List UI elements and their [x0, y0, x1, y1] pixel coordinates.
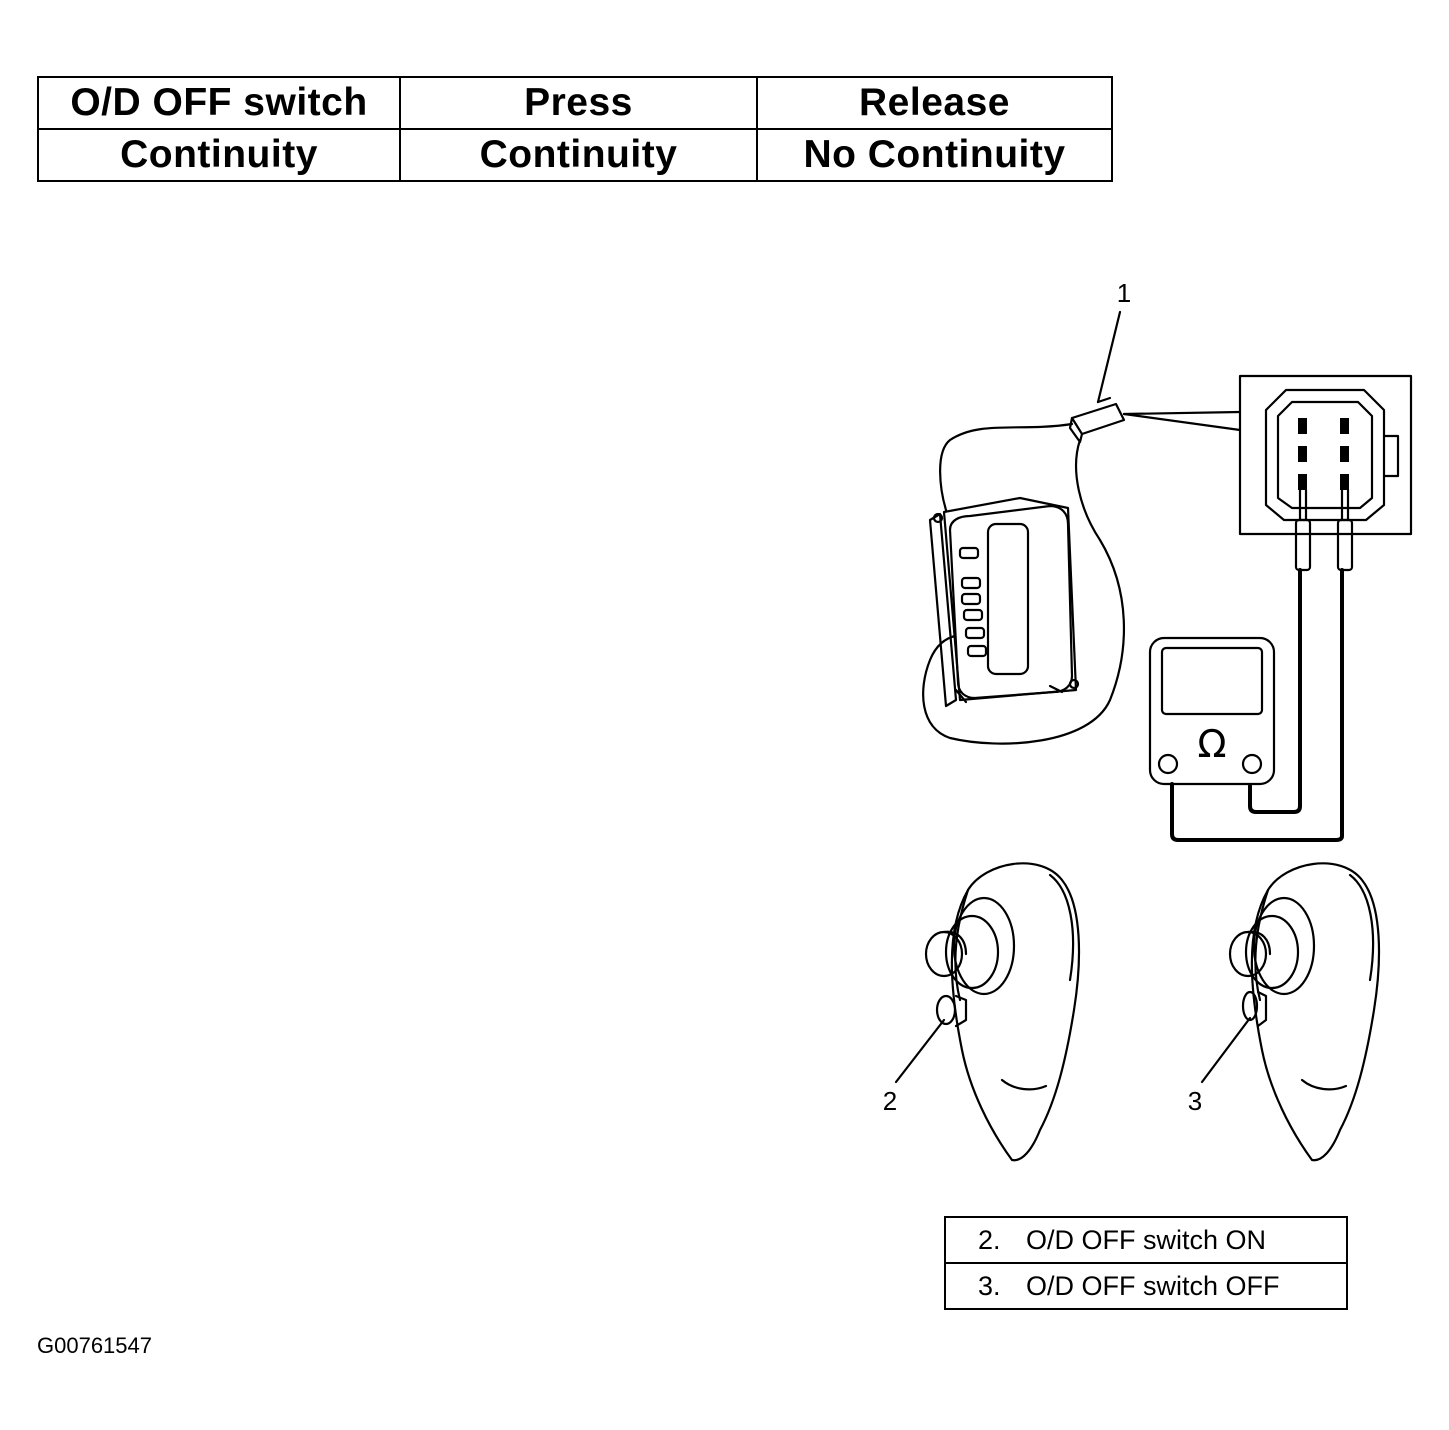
callout-2-label: 2	[883, 1086, 897, 1116]
header-switch: O/D OFF switch	[37, 76, 401, 130]
callout-1-label: 1	[1117, 278, 1131, 308]
ohmmeter: Ω	[1148, 636, 1276, 786]
figure-code: G00761547	[37, 1333, 152, 1358]
connector-face	[1238, 374, 1413, 572]
continuity-table: O/D OFF switch Press Release Continuity …	[37, 76, 1113, 182]
harness-wire	[939, 422, 1074, 512]
callout-2-leader	[894, 1018, 946, 1084]
continuity-header-row: O/D OFF switch Press Release	[37, 76, 1113, 130]
legend-number: 2.	[978, 1224, 1001, 1255]
callout-3-label: 3	[1188, 1086, 1202, 1116]
shift-indicator-unit	[928, 496, 1080, 708]
callout-3-leader	[1200, 1016, 1252, 1084]
legend-row: 2. O/D OFF switch ON	[944, 1216, 1348, 1264]
shift-knob-on	[924, 862, 1081, 1162]
release-value: No Continuity	[756, 128, 1113, 182]
legend-number: 3.	[978, 1270, 1001, 1301]
magnify-line	[1122, 410, 1242, 416]
legend-table: 2. O/D OFF switch ON 3. O/D OFF switch OFF	[944, 1216, 1348, 1310]
continuity-value-row: Continuity Continuity No Continuity	[37, 128, 1113, 182]
harness-wire	[922, 438, 1126, 745]
callout-1-leader	[1096, 310, 1122, 404]
test-lead	[1170, 568, 1344, 842]
press-value: Continuity	[399, 128, 758, 182]
connector-plug	[1068, 396, 1126, 444]
header-release: Release	[756, 76, 1113, 130]
legend-text: O/D OFF switch OFF	[1026, 1270, 1280, 1301]
test-lead	[1248, 568, 1302, 814]
magnify-line	[1122, 412, 1242, 432]
ohm-icon: Ω	[1197, 722, 1226, 766]
legend-row: 3. O/D OFF switch OFF	[944, 1262, 1348, 1310]
header-press: Press	[399, 76, 758, 130]
legend-text: O/D OFF switch ON	[1026, 1224, 1267, 1255]
shift-knob-off	[1228, 862, 1381, 1162]
row-label: Continuity	[37, 128, 401, 182]
